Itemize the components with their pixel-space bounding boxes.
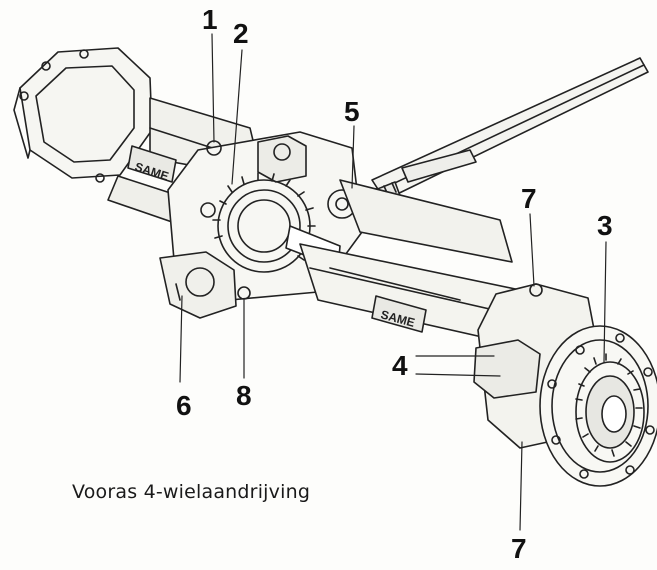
callout-1: 1 (202, 4, 218, 35)
callout-8: 8 (236, 380, 252, 411)
leader-7-bottom (519, 441, 523, 531)
leader-3 (603, 241, 607, 363)
leader-4b (415, 373, 501, 377)
leader-5 (351, 125, 355, 189)
leader-1 (211, 33, 215, 143)
callout-2: 2 (233, 18, 249, 49)
leader-2 (231, 49, 243, 185)
callout-7-bottom: 7 (511, 533, 527, 564)
callout-3: 3 (597, 210, 613, 241)
leader-lines (179, 33, 607, 531)
drive-shaft (359, 57, 649, 219)
right-wheel-hub (473, 283, 657, 487)
right-axle-tube (299, 179, 541, 351)
callout-6: 6 (176, 390, 192, 421)
callout-5: 5 (344, 96, 360, 127)
leader-7-top (529, 213, 535, 287)
diagram-caption: Vooras 4-wielaandrijving (72, 481, 311, 503)
housing-stamp-marks (127, 145, 427, 333)
callout-7-top: 7 (521, 183, 537, 214)
leader-6 (179, 295, 183, 383)
callout-4: 4 (392, 350, 408, 381)
